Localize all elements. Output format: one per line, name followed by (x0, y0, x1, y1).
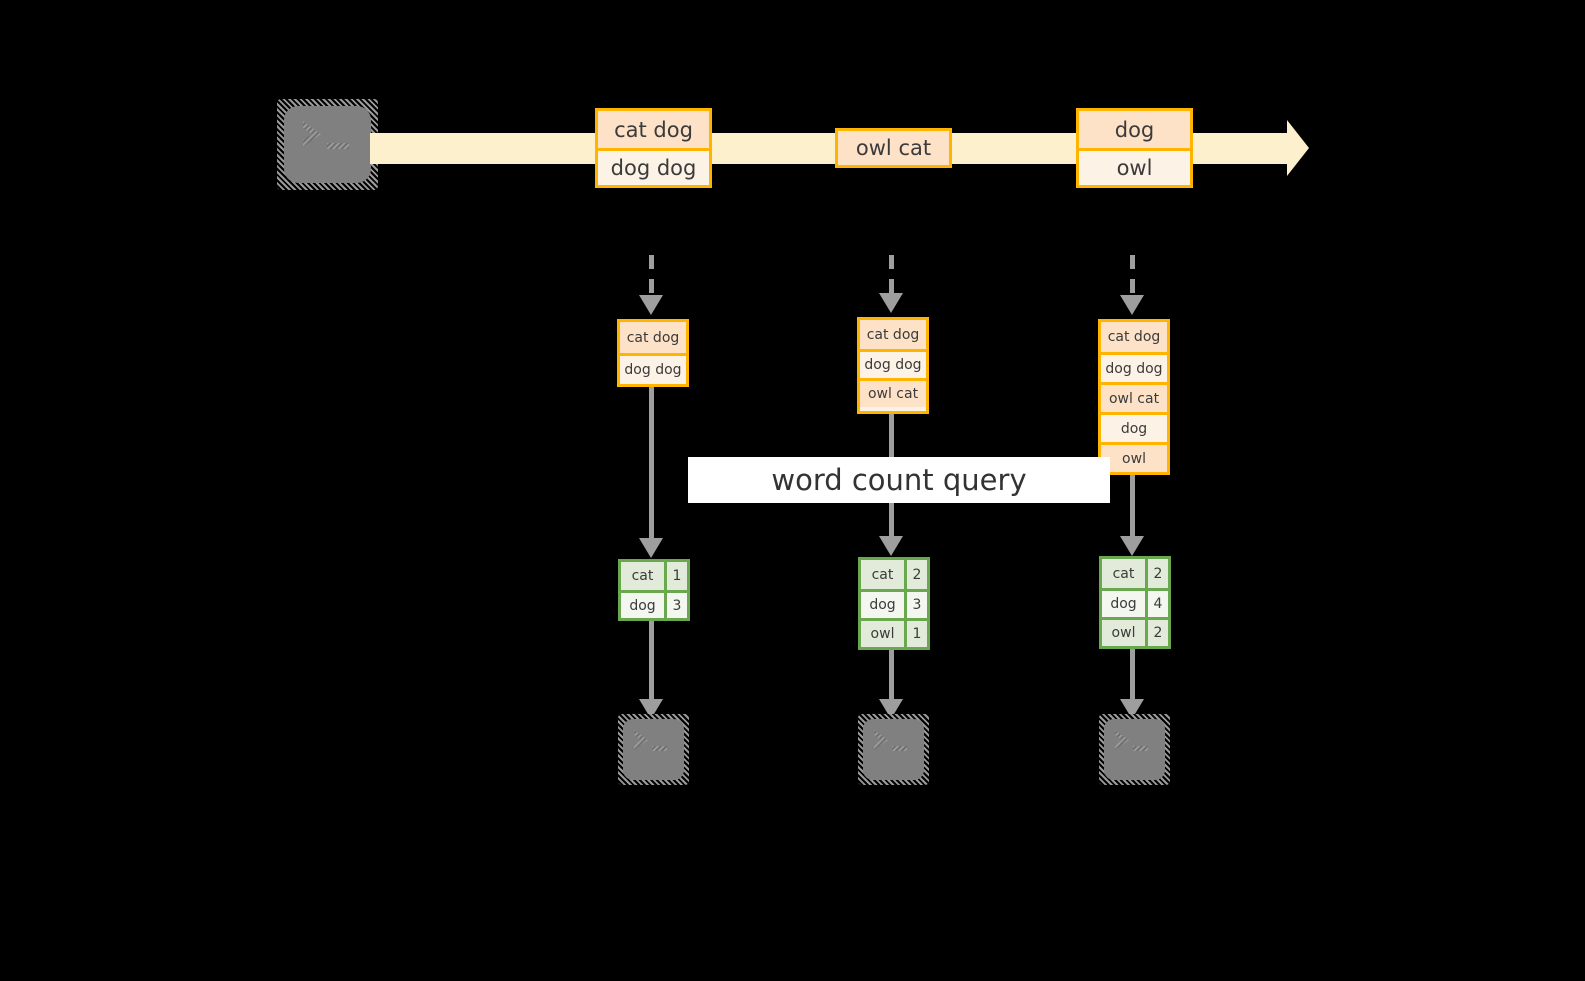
sink-terminal-icon (618, 714, 689, 785)
batch-input-row: owl cat (1101, 382, 1167, 412)
result-table: cat 1 dog 3 (618, 559, 690, 621)
result-table: cat 2 dog 4 owl 2 (1099, 556, 1171, 649)
stream-event-line: dog (1079, 111, 1190, 148)
result-count: 3 (904, 592, 927, 618)
table-row: owl 2 (1102, 617, 1168, 646)
query-banner: word count query (688, 457, 1110, 503)
sink-connector-line (649, 621, 654, 703)
stream-event-line: owl (1079, 148, 1190, 185)
result-count: 1 (904, 621, 927, 647)
result-word: dog (861, 592, 904, 618)
result-word: owl (1102, 620, 1145, 646)
stream-event-line: owl cat (838, 131, 949, 165)
result-word: dog (621, 593, 664, 618)
terminal-prompt-glyph-icon (303, 121, 349, 149)
batch-input-box: cat dog dog dog owl cat (857, 317, 929, 414)
table-row: cat 2 (861, 560, 927, 589)
batch-input-row: dog dog (1101, 352, 1167, 382)
result-count: 1 (664, 562, 687, 590)
table-row: owl 1 (861, 618, 927, 647)
stream-event-box: cat dog dog dog (595, 108, 712, 188)
result-count: 2 (1145, 559, 1168, 588)
source-terminal-icon (277, 99, 378, 190)
batch-input-row: cat dog (1101, 322, 1167, 352)
batch-input-row: cat dog (860, 320, 926, 349)
dashed-arrow-head-icon (879, 293, 903, 313)
result-count: 4 (1145, 591, 1168, 617)
result-word: cat (1102, 559, 1145, 588)
stream-event-box: dog owl (1076, 108, 1193, 188)
table-row: cat 2 (1102, 559, 1168, 588)
terminal-prompt-glyph-icon (634, 730, 667, 751)
result-word: dog (1102, 591, 1145, 617)
terminal-prompt-glyph-icon (874, 730, 907, 751)
query-connector-arrow-head-icon (639, 538, 663, 558)
result-word: cat (861, 560, 904, 589)
dashed-arrow-down-icon (889, 255, 894, 295)
batch-input-box: cat dog dog dog owl cat dog owl (1098, 319, 1170, 475)
result-count: 2 (1145, 620, 1168, 646)
table-row: cat 1 (621, 562, 687, 590)
terminal-prompt-glyph-icon (1115, 730, 1148, 751)
result-count: 3 (664, 593, 687, 618)
batch-input-row: dog (1101, 412, 1167, 442)
batch-input-row: owl cat (860, 378, 926, 407)
query-connector-arrow-head-icon (879, 536, 903, 556)
stream-event-box: owl cat (835, 128, 952, 168)
dashed-arrow-head-icon (639, 295, 663, 315)
table-row: dog 4 (1102, 588, 1168, 617)
sink-connector-line (889, 650, 894, 703)
batch-input-row: owl (1101, 442, 1167, 472)
sink-terminal-icon (1099, 714, 1170, 785)
result-word: owl (861, 621, 904, 647)
table-row: dog 3 (861, 589, 927, 618)
batch-input-row: dog dog (620, 353, 686, 384)
stream-arrow-head-icon (1287, 120, 1309, 176)
dashed-arrow-head-icon (1120, 295, 1144, 315)
sink-connector-line (1130, 649, 1135, 703)
dashed-arrow-down-icon (1130, 255, 1135, 297)
result-table: cat 2 dog 3 owl 1 (858, 557, 930, 650)
stream-event-line: cat dog (598, 111, 709, 148)
table-row: dog 3 (621, 590, 687, 618)
sink-terminal-icon (858, 714, 929, 785)
batch-input-box: cat dog dog dog (617, 319, 689, 387)
query-connector-arrow-head-icon (1120, 536, 1144, 556)
query-banner-label: word count query (771, 463, 1027, 497)
stream-event-line: dog dog (598, 148, 709, 185)
batch-input-row: cat dog (620, 322, 686, 353)
dashed-arrow-down-icon (649, 255, 654, 297)
result-count: 2 (904, 560, 927, 589)
result-word: cat (621, 562, 664, 590)
query-connector-line (1130, 475, 1135, 540)
query-connector-line (649, 387, 654, 542)
batch-input-row: dog dog (860, 349, 926, 378)
